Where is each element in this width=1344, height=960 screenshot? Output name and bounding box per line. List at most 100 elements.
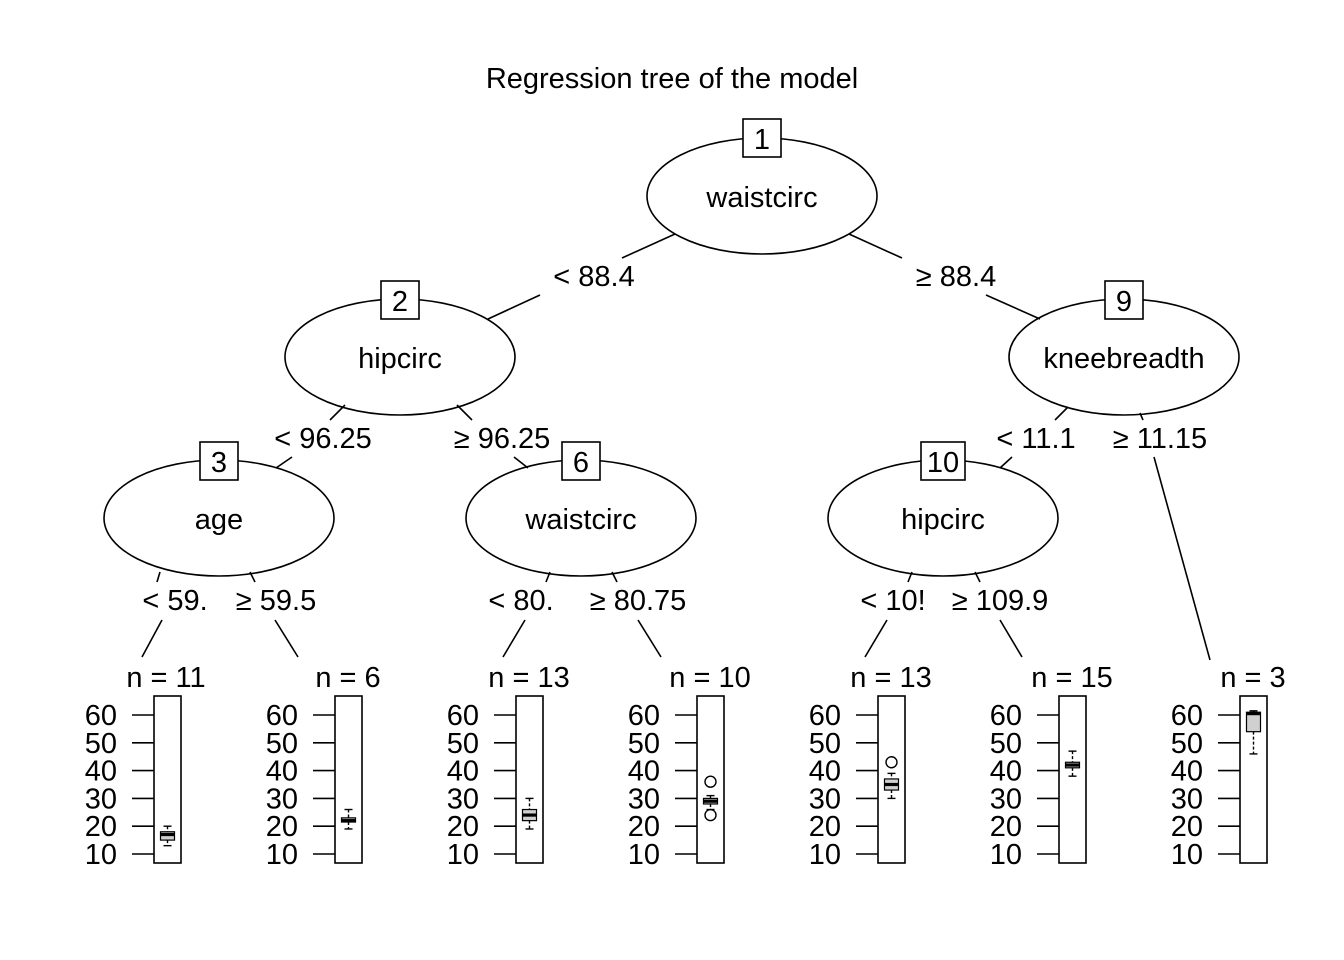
- node-9-id: 9: [1116, 286, 1132, 318]
- y-tick-label: 30: [85, 783, 117, 815]
- y-tick-label: 40: [990, 756, 1022, 788]
- leaf-n-label: n = 13: [850, 662, 931, 694]
- y-tick-label: 60: [628, 700, 660, 732]
- y-tick-label: 50: [266, 728, 298, 760]
- y-tick-label: 10: [990, 839, 1022, 871]
- edge-line-1-9a: [848, 233, 903, 259]
- y-tick-label: 30: [990, 783, 1022, 815]
- edge-line-10-leaf6b: [999, 619, 1023, 658]
- node-1-id: 1: [754, 124, 770, 156]
- y-tick-label: 50: [809, 728, 841, 760]
- edge-label-2-right: ≥ 96.25: [454, 423, 551, 455]
- edge-label-6-right: ≥ 80.75: [590, 585, 687, 617]
- y-tick-label: 20: [447, 811, 479, 843]
- node-2-variable: hipcirc: [358, 343, 442, 375]
- node-2: hipcirc 2: [284, 280, 516, 416]
- y-tick-label: 60: [990, 700, 1022, 732]
- y-tick-label: 60: [85, 700, 117, 732]
- y-tick-label: 10: [809, 839, 841, 871]
- edge-label-6-left: < 80.: [488, 585, 553, 617]
- diagram-title: Regression tree of the model: [486, 63, 858, 95]
- edge-label-10-right: ≥ 109.9: [952, 585, 1049, 617]
- edge-line-3-leaf1b: [141, 619, 163, 658]
- y-tick-label: 30: [1171, 783, 1203, 815]
- node-9-variable: kneebreadth: [1043, 343, 1204, 375]
- edge-line-9-leaf7b: [1153, 456, 1211, 661]
- edge-line-1-9b: [985, 294, 1041, 320]
- leaf-n-label: n = 11: [126, 662, 205, 694]
- node-3: age 3: [103, 441, 335, 577]
- edge-line-3-leaf1a: [156, 571, 161, 583]
- edge-label-1-right: ≥ 88.4: [916, 261, 996, 293]
- y-tick-label: 20: [85, 811, 117, 843]
- y-tick-label: 30: [447, 783, 479, 815]
- edge-line-1-2b: [487, 294, 541, 320]
- leaf-panel-frame: [1058, 695, 1087, 864]
- node-6-variable: waistcirc: [524, 504, 636, 536]
- y-tick-label: 10: [1171, 839, 1203, 871]
- y-tick-label: 40: [447, 756, 479, 788]
- node-10-variable: hipcirc: [901, 504, 985, 536]
- edge-line-6-leaf3b: [502, 619, 526, 658]
- edge-line-3-leaf2b: [274, 619, 299, 658]
- node-1-variable: waistcirc: [705, 182, 817, 214]
- edge-label-3-right: ≥ 59.5: [236, 585, 316, 617]
- y-tick-label: 60: [447, 700, 479, 732]
- y-tick-label: 40: [628, 756, 660, 788]
- edge-line-10-leaf5b: [864, 619, 888, 658]
- node-10-id: 10: [927, 447, 959, 479]
- edge-line-6-leaf4b: [637, 619, 662, 658]
- y-tick-label: 50: [628, 728, 660, 760]
- inner-nodes: waistcirc 1 hipcirc 2 age 3 waistcirc 6 …: [103, 118, 1240, 577]
- y-tick-label: 40: [85, 756, 117, 788]
- y-tick-label: 50: [447, 728, 479, 760]
- edge-line-9-10b: [999, 456, 1013, 469]
- node-2-id: 2: [392, 286, 408, 318]
- y-tick-label: 10: [266, 839, 298, 871]
- y-tick-label: 50: [85, 728, 117, 760]
- leaf-n-label: n = 15: [1031, 662, 1112, 694]
- outlier-point: [704, 808, 717, 822]
- leaf-n-label: n = 6: [315, 662, 380, 694]
- edge-labels: < 88.4 ≥ 88.4 < 96.25 ≥ 96.25 < 11.1 ≥ 1…: [142, 261, 1207, 617]
- edge-label-9-left: < 11.1: [996, 423, 1075, 455]
- connectors: [141, 233, 1211, 661]
- y-tick-label: 20: [990, 811, 1022, 843]
- y-tick-label: 30: [628, 783, 660, 815]
- node-9: kneebreadth 9: [1008, 280, 1240, 416]
- y-tick-label: 60: [266, 700, 298, 732]
- node-3-id: 3: [211, 447, 227, 479]
- y-tick-label: 30: [809, 783, 841, 815]
- edge-line-1-2a: [621, 233, 676, 259]
- edge-label-2-left: < 96.25: [274, 423, 372, 455]
- edge-line-9-10a: [1054, 406, 1069, 421]
- edge-label-9-right: ≥ 11.15: [1113, 423, 1207, 455]
- edge-label-1-left: < 88.4: [553, 261, 634, 293]
- y-tick-label: 40: [809, 756, 841, 788]
- y-tick-label: 40: [1171, 756, 1203, 788]
- node-3-variable: age: [195, 504, 243, 536]
- y-tick-label: 10: [85, 839, 117, 871]
- y-tick-label: 20: [628, 811, 660, 843]
- node-10: hipcirc 10: [827, 441, 1059, 577]
- outlier-point: [704, 775, 717, 788]
- y-tick-label: 20: [1171, 811, 1203, 843]
- edge-label-10-left: < 10!: [860, 585, 925, 617]
- edge-label-3-left: < 59.: [142, 585, 207, 617]
- y-tick-label: 50: [1171, 728, 1203, 760]
- y-tick-label: 60: [1171, 700, 1203, 732]
- y-tick-label: 40: [266, 756, 298, 788]
- y-tick-label: 20: [266, 811, 298, 843]
- leaf-n-label: n = 3: [1220, 662, 1285, 694]
- outlier-point: [885, 756, 898, 769]
- y-tick-label: 60: [809, 700, 841, 732]
